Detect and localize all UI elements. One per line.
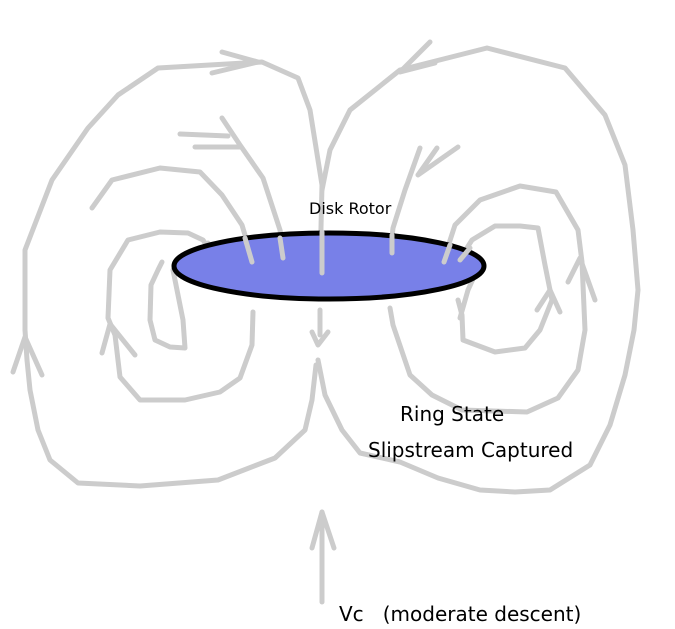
- slipstream-captured-label: Slipstream Captured: [368, 438, 573, 462]
- left-inner-return-line: [105, 229, 256, 403]
- disk-tick-right-c: [457, 245, 473, 263]
- left-inner-arrowhead: [99, 321, 138, 358]
- right-middle-arrowhead: [415, 144, 461, 178]
- disk-tick-left-b: [277, 235, 286, 261]
- disk-tick-right-b: [441, 242, 453, 265]
- right-innermost-arrowhead: [534, 287, 563, 315]
- left-outer-upward-arrowhead: [10, 334, 45, 378]
- disk-rotor-label: Disk Rotor: [309, 199, 392, 218]
- center-down-arrowhead: [309, 329, 331, 348]
- descent-velocity-label: Vc (moderate descent): [339, 602, 581, 626]
- disk-rotor-ellipse: [171, 230, 487, 302]
- right-inner-arrowhead: [565, 255, 598, 303]
- right-outer-flow-line: [315, 45, 641, 495]
- ring-state-label: Ring State: [400, 402, 504, 426]
- left-innermost-flow-line: [147, 259, 188, 351]
- left-middle-arrowhead-a: [177, 131, 231, 139]
- disk-tick-left-a: [242, 235, 255, 265]
- right-inner-flow-line: [387, 183, 588, 415]
- left-outer-arrowhead: [209, 49, 261, 76]
- left-inner-flow-line: [89, 165, 256, 265]
- descent-velocity-arrowhead: [309, 509, 337, 551]
- right-innermost-flow-line: [455, 223, 555, 355]
- right-outer-arrowhead: [397, 39, 438, 75]
